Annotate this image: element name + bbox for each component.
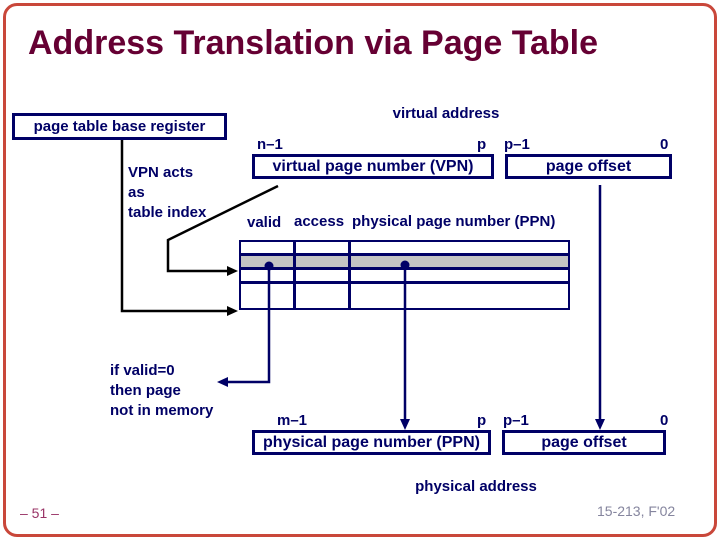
table-row xyxy=(241,284,568,299)
ppn-box: physical page number (PPN) xyxy=(252,430,491,455)
page-offset-box-bottom: page offset xyxy=(502,430,666,455)
ppn-arrowhead-icon xyxy=(400,419,410,430)
physical-address-label: physical address xyxy=(415,478,537,495)
vpn-index-note: VPN acts as table index xyxy=(128,164,207,221)
vpn-box: virtual page number (VPN) xyxy=(252,154,494,179)
access-column-header: access xyxy=(294,213,345,230)
valid-access-divider xyxy=(293,242,296,308)
pa-bit-p: p xyxy=(477,412,487,429)
page-table-base-register-box: page table base register xyxy=(12,113,227,140)
virtual-address-label: virtual address xyxy=(392,105,500,122)
course-id: 15-213, F'02 xyxy=(597,503,676,519)
access-ppn-divider xyxy=(348,242,351,308)
va-bit-p: p xyxy=(477,136,487,153)
pa-bit-p-1: p–1 xyxy=(503,412,529,429)
va-bit-n-1: n–1 xyxy=(257,136,283,153)
table-row xyxy=(241,270,568,284)
ppn-column-header: physical page number (PPN) xyxy=(352,213,556,230)
table-row xyxy=(241,242,568,256)
pa-bit-m-1: m–1 xyxy=(277,412,308,429)
table-row xyxy=(241,256,568,270)
page-offset-box-top: page offset xyxy=(505,154,672,179)
va-bit-0: 0 xyxy=(660,136,669,153)
base-register-arrowhead-icon xyxy=(227,306,238,316)
slide-number: – 51 – xyxy=(20,505,59,521)
valid-arrowhead-icon xyxy=(217,377,228,387)
page-table-grid xyxy=(239,240,570,310)
vpn-index-arrowhead-icon xyxy=(227,266,238,276)
va-bit-p-1: p–1 xyxy=(504,136,530,153)
pa-bit-0: 0 xyxy=(660,412,669,429)
valid-zero-note: if valid=0 then page not in memory xyxy=(110,362,214,419)
offset-arrowhead-icon xyxy=(595,419,605,430)
valid-column-header: valid xyxy=(247,214,282,231)
slide-title: Address Translation via Page Table xyxy=(28,24,599,62)
